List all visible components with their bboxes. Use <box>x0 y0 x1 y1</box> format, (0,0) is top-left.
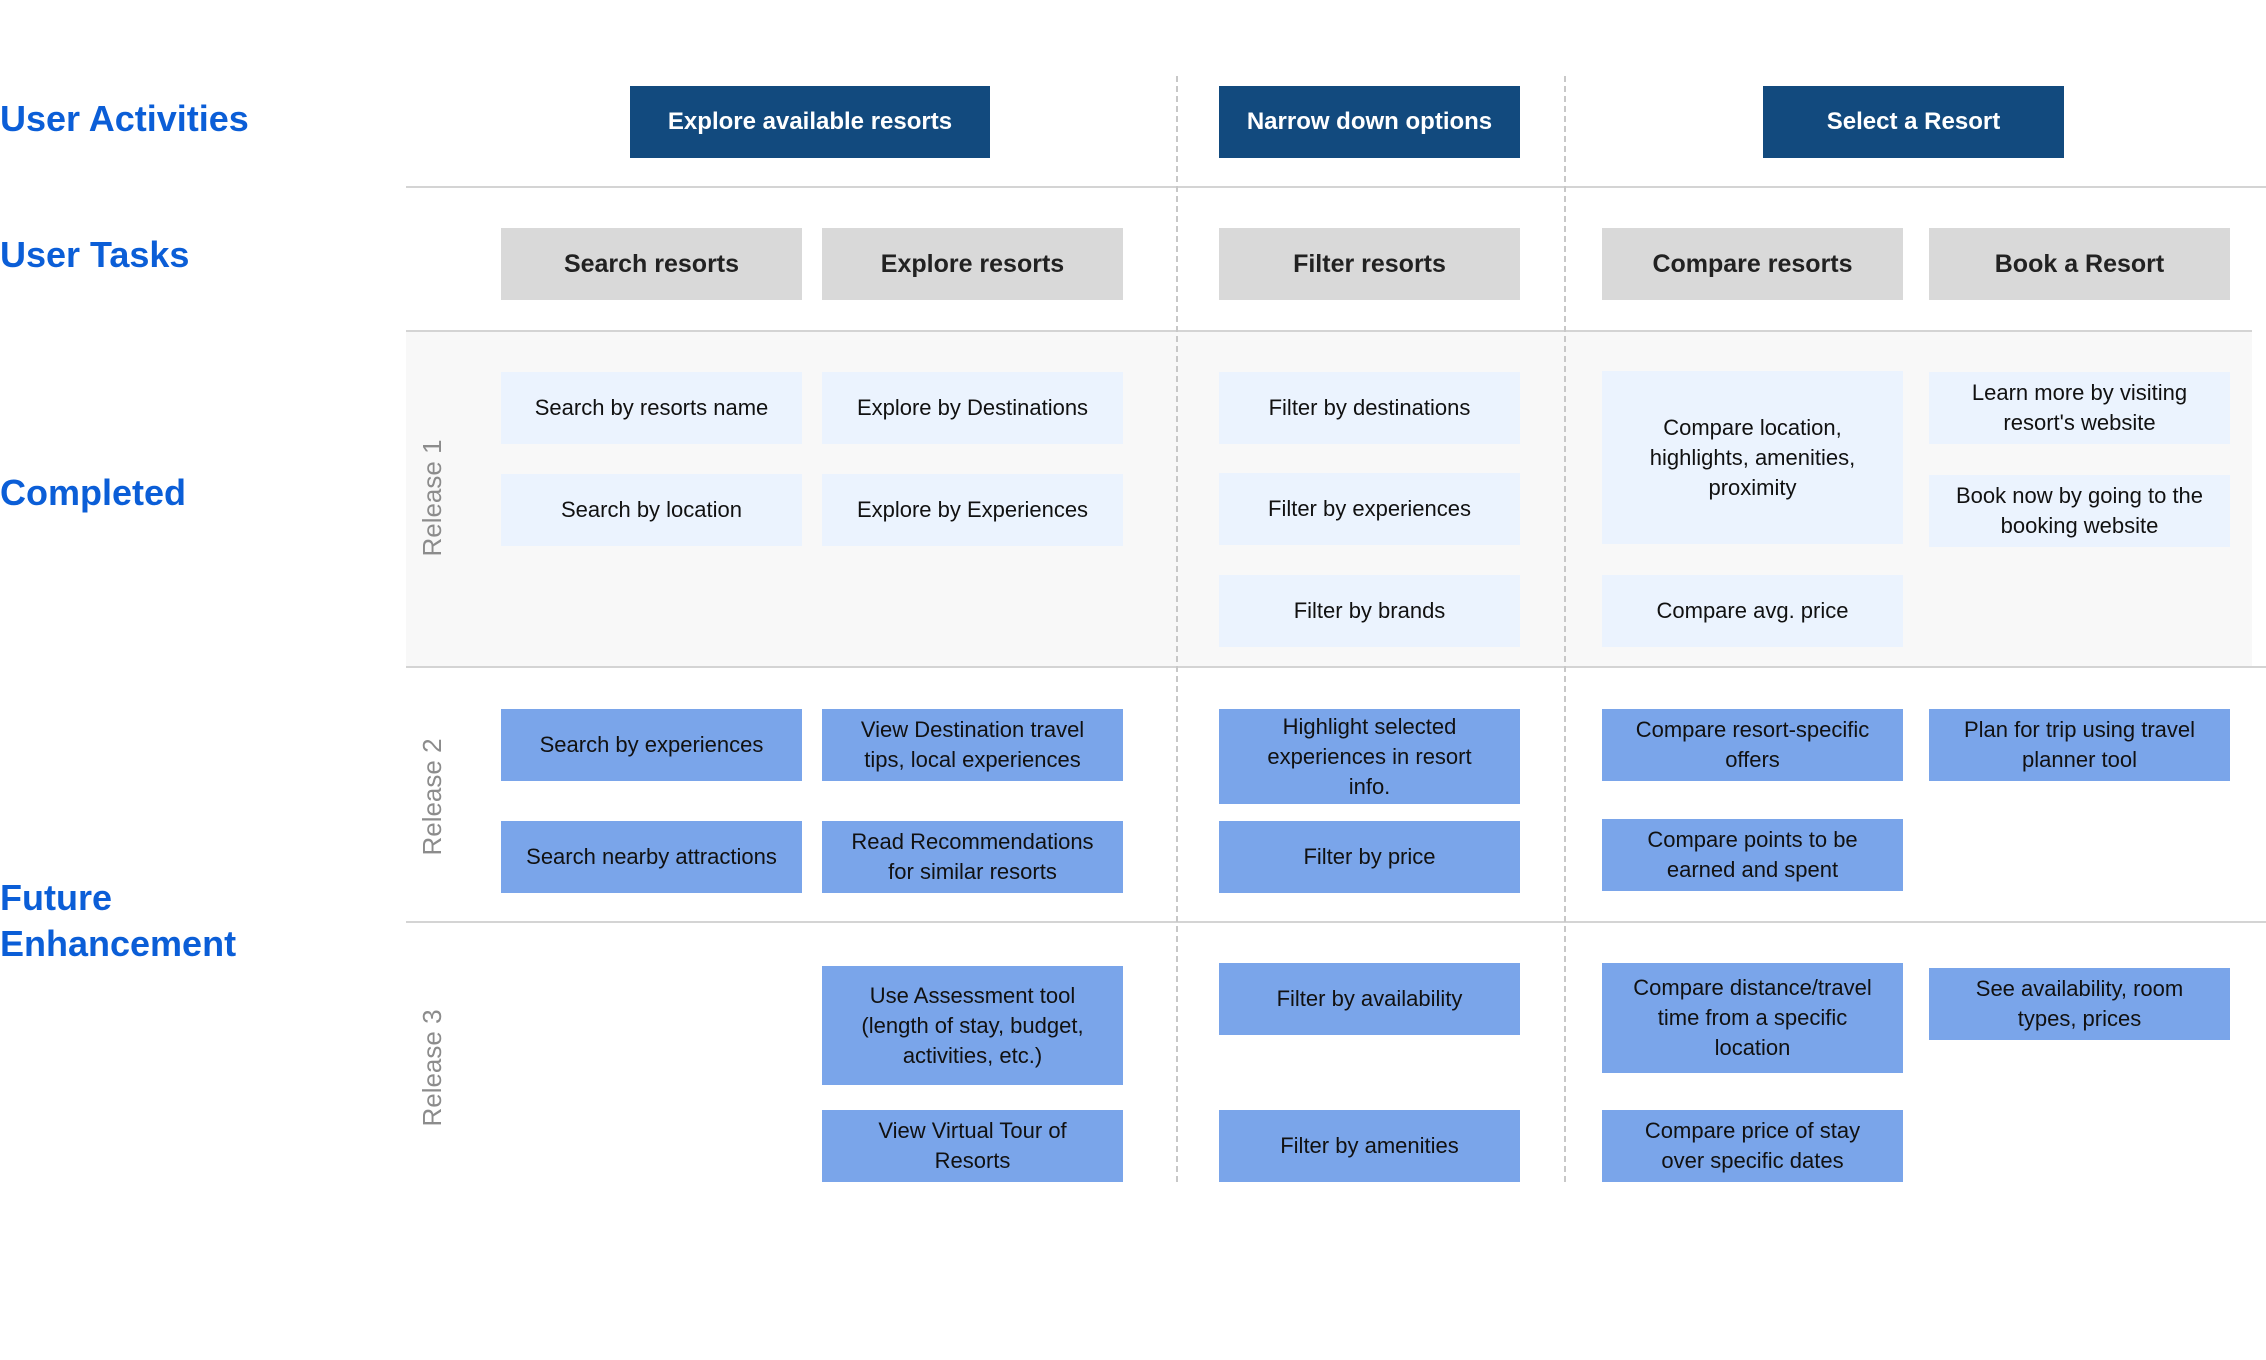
story-learn-more-website: Learn more by visiting resort's website <box>1929 372 2230 444</box>
story-search-experiences: Search by experiences <box>501 709 802 781</box>
story-travel-tips: View Destination travel tips, local expe… <box>822 709 1123 781</box>
divider-release-1 <box>406 666 2266 668</box>
activity-explore-resorts: Explore available resorts <box>630 86 990 158</box>
story-book-now: Book now by going to the booking website <box>1929 475 2230 547</box>
story-filter-brands: Filter by brands <box>1219 575 1520 647</box>
task-book-resort: Book a Resort <box>1929 228 2230 300</box>
story-search-nearby: Search nearby attractions <box>501 821 802 893</box>
task-explore-resorts: Explore resorts <box>822 228 1123 300</box>
story-compare-location: Compare location, highlights, amenities,… <box>1602 371 1903 544</box>
story-filter-destinations: Filter by destinations <box>1219 372 1520 444</box>
divider-release-2 <box>406 921 2266 923</box>
label-completed: Completed <box>0 472 187 513</box>
story-filter-amenities: Filter by amenities <box>1219 1110 1520 1182</box>
release-3-label: Release 3 <box>417 1009 447 1127</box>
story-read-recommendations: Read Recommendations for similar resorts <box>822 821 1123 893</box>
task-compare-resorts: Compare resorts <box>1602 228 1903 300</box>
story-compare-offers: Compare resort-specific offers <box>1602 709 1903 781</box>
task-filter-resorts: Filter resorts <box>1219 228 1520 300</box>
story-compare-distance: Compare distance/travel time from a spec… <box>1602 963 1903 1073</box>
label-user-activities: User Activities <box>0 98 249 139</box>
activity-narrow-options: Narrow down options <box>1219 86 1520 158</box>
label-future-line1: Future <box>0 877 112 918</box>
story-virtual-tour: View Virtual Tour of Resorts <box>822 1110 1123 1182</box>
story-see-availability: See availability, room types, prices <box>1929 968 2230 1040</box>
release-2-label: Release 2 <box>417 738 447 856</box>
story-filter-availability: Filter by availability <box>1219 963 1520 1035</box>
divider-column-2 <box>1564 76 1566 1182</box>
story-explore-experiences: Explore by Experiences <box>822 474 1123 546</box>
story-filter-experiences: Filter by experiences <box>1219 473 1520 545</box>
label-future-line2: Enhancement <box>0 923 237 964</box>
label-user-tasks: User Tasks <box>0 234 190 275</box>
activity-select-resort: Select a Resort <box>1763 86 2064 158</box>
divider-activities <box>406 186 2266 188</box>
story-search-by-name: Search by resorts name <box>501 372 802 444</box>
story-search-by-location: Search by location <box>501 474 802 546</box>
divider-tasks <box>406 330 2252 332</box>
story-plan-trip: Plan for trip using travel planner tool <box>1929 709 2230 781</box>
divider-column-1 <box>1176 76 1178 1182</box>
story-explore-destinations: Explore by Destinations <box>822 372 1123 444</box>
label-future-enhancement: Future Enhancement <box>0 875 236 967</box>
task-search-resorts: Search resorts <box>501 228 802 300</box>
story-filter-price: Filter by price <box>1219 821 1520 893</box>
release-1-label: Release 1 <box>417 439 447 557</box>
story-compare-points: Compare points to be earned and spent <box>1602 819 1903 891</box>
story-highlight-experiences: Highlight selected experiences in resort… <box>1219 709 1520 804</box>
story-compare-price-dates: Compare price of stay over specific date… <box>1602 1110 1903 1182</box>
story-compare-avg-price: Compare avg. price <box>1602 575 1903 647</box>
story-assessment-tool: Use Assessment tool (length of stay, bud… <box>822 966 1123 1085</box>
